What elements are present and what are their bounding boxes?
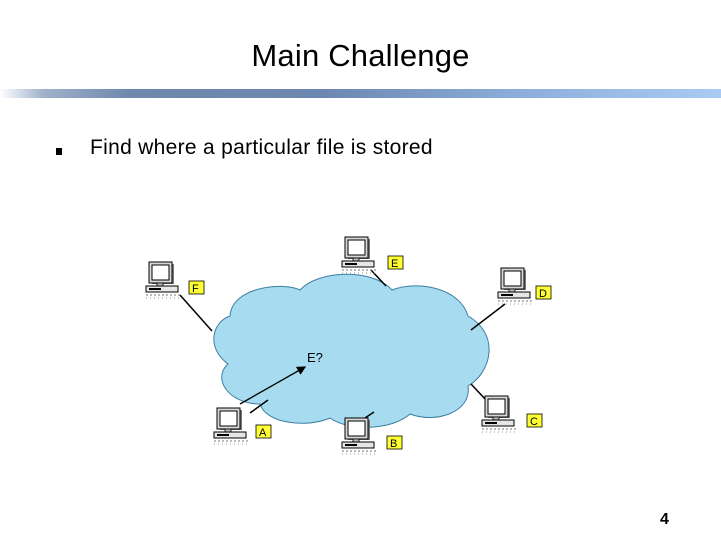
link-d bbox=[470, 303, 506, 331]
link-e bbox=[370, 269, 387, 287]
query-arrow bbox=[239, 366, 307, 405]
link-a bbox=[249, 399, 269, 414]
computer-d-icon bbox=[497, 267, 533, 305]
computer-c-icon bbox=[481, 395, 517, 433]
node-b-label: B bbox=[390, 438, 397, 450]
node-a-label-box bbox=[255, 424, 272, 439]
node-d-label-box bbox=[535, 285, 552, 300]
node-b-label-box bbox=[386, 435, 403, 450]
query-label: E? bbox=[307, 350, 323, 365]
computer-f-icon bbox=[145, 261, 181, 299]
title-divider-bar bbox=[0, 89, 721, 98]
node-e-label-box bbox=[387, 255, 404, 270]
node-c-label-box bbox=[526, 413, 543, 428]
node-d-label: D bbox=[539, 288, 547, 300]
node-f-label-box bbox=[188, 280, 205, 295]
link-c bbox=[470, 383, 487, 401]
node-a-label: A bbox=[259, 427, 267, 439]
square-bullet-icon bbox=[56, 148, 62, 155]
link-f bbox=[179, 294, 213, 332]
page-number: 4 bbox=[660, 511, 669, 528]
node-f-label: F bbox=[192, 283, 199, 295]
slide-title: Main Challenge bbox=[251, 38, 470, 73]
node-e-label: E bbox=[391, 258, 398, 270]
computer-e-icon bbox=[341, 236, 377, 274]
computer-a-icon bbox=[213, 407, 249, 445]
network-cloud bbox=[213, 273, 490, 428]
bullet-text: Find where a particular file is stored bbox=[90, 136, 433, 159]
node-c-label: C bbox=[530, 416, 538, 428]
